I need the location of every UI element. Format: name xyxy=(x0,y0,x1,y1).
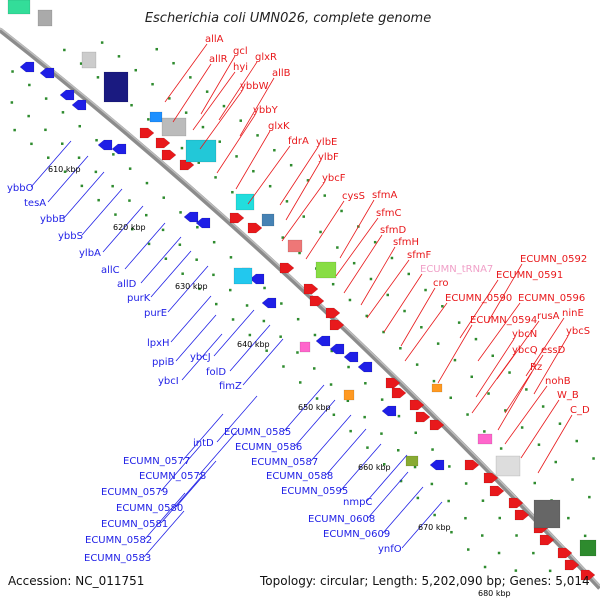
map-title: Escherichia coli UMN026, complete genome xyxy=(145,11,431,26)
tick-label: 610 kbp xyxy=(48,165,81,174)
gene-label[interactable]: ybbY xyxy=(253,105,279,116)
gene-label[interactable]: ybcS xyxy=(566,326,590,337)
gene-label[interactable]: ECUMN_0579 xyxy=(101,487,168,498)
tick-label: 680 kbp xyxy=(478,589,511,598)
dotted-tracks xyxy=(10,41,595,573)
gene-label[interactable]: ylbF xyxy=(318,152,339,163)
gene-label[interactable]: ybcN xyxy=(512,329,537,340)
gene-label[interactable]: ybcQ xyxy=(512,345,538,356)
gene-label[interactable]: ECUMN_0587 xyxy=(251,457,318,468)
gene-label[interactable]: allA xyxy=(205,34,224,45)
gene-label[interactable]: sfmA xyxy=(372,190,397,201)
gene-label[interactable]: ECUMN_0582 xyxy=(85,535,152,546)
gene-label[interactable]: ECUMN_0581 xyxy=(101,519,168,530)
gene-label[interactable]: allC xyxy=(101,265,120,276)
accession-text: Accession: NC_011751 xyxy=(8,574,144,588)
gene-label[interactable]: sfmD xyxy=(380,225,406,236)
gene-label[interactable]: ECUMN_0578 xyxy=(139,471,206,482)
gene-label[interactable]: glxR xyxy=(255,52,277,63)
gene-label[interactable]: Rz xyxy=(530,362,542,373)
gene-label[interactable]: lpxH xyxy=(147,338,170,349)
gene-label[interactable]: ECUMN_0577 xyxy=(123,456,190,467)
gene-label[interactable]: ylbE xyxy=(316,137,337,148)
gene-label[interactable]: ECUMN_0590 xyxy=(445,293,512,304)
gene-label[interactable]: ECUMN_0594 xyxy=(470,315,537,326)
gene-label[interactable]: C_D xyxy=(570,405,590,416)
gene-label[interactable]: sfmF xyxy=(407,250,431,261)
gene-label[interactable]: ybbW xyxy=(240,81,269,92)
gene-label[interactable]: essD xyxy=(541,345,566,356)
tick-label: 650 kbp xyxy=(298,403,331,412)
tick-label: 670 kbp xyxy=(418,523,451,532)
gene-label[interactable]: ybcF xyxy=(322,173,346,184)
gene-label[interactable]: ylbA xyxy=(79,248,101,259)
gene-label[interactable]: intD xyxy=(193,438,214,449)
gene-label[interactable]: ybbS xyxy=(58,231,83,242)
genome-backbone xyxy=(0,28,600,590)
gene-labels-forward: allA allR gcl hyi glxR allB ybbW ybbY gl… xyxy=(205,34,590,416)
gene-label[interactable]: ECUMN_0595 xyxy=(281,486,348,497)
gene-label[interactable]: fdrA xyxy=(288,136,309,147)
gene-label[interactable]: rusA xyxy=(537,311,560,322)
gene-label[interactable]: purK xyxy=(127,293,151,304)
gene-label[interactable]: ECUMN_0580 xyxy=(116,503,183,514)
tick-label: 640 kbp xyxy=(237,340,270,349)
gene-features xyxy=(7,0,597,581)
gene-label[interactable]: ybbO xyxy=(7,183,34,194)
gene-label[interactable]: purE xyxy=(144,308,167,319)
gene-label[interactable]: ninE xyxy=(562,308,584,319)
gene-label[interactable]: ECUMN_0583 xyxy=(84,553,151,564)
gene-label[interactable]: cro xyxy=(433,278,449,289)
gene-label[interactable]: ECUMN_0608 xyxy=(308,514,375,525)
gene-label[interactable]: ybbB xyxy=(40,214,66,225)
tick-label: 660 kbp xyxy=(358,463,391,472)
gene-label[interactable]: tesA xyxy=(24,198,46,209)
tick-label: 630 kbp xyxy=(175,282,208,291)
tick-labels: 610 kbp 620 kbp 630 kbp 640 kbp 650 kbp … xyxy=(48,165,511,598)
gene-label[interactable]: W_B xyxy=(557,390,579,401)
gene-label[interactable]: allB xyxy=(272,68,291,79)
gene-label[interactable]: fimZ xyxy=(219,381,242,392)
gene-label[interactable]: ECUMN_0591 xyxy=(496,270,563,281)
gene-label[interactable]: ECUMN_0588 xyxy=(266,471,333,482)
gene-labels-reverse: ybbO tesA ybbB ybbS ylbA allC allD purK … xyxy=(7,183,402,564)
gene-label[interactable]: sfmC xyxy=(376,208,401,219)
gene-label[interactable]: glxK xyxy=(268,121,290,132)
gene-label[interactable]: ybcI xyxy=(158,376,179,387)
gene-label[interactable]: allR xyxy=(209,54,228,65)
gene-label[interactable]: ppiB xyxy=(152,357,174,368)
tick-label: 620 kbp xyxy=(113,223,146,232)
gene-label[interactable]: ECUMN_tRNA7 xyxy=(420,264,493,275)
gene-label[interactable]: ybcJ xyxy=(190,352,211,363)
gene-label[interactable]: ECUMN_0592 xyxy=(520,254,587,265)
label-leaders xyxy=(30,43,573,558)
gene-label[interactable]: cysS xyxy=(342,191,365,202)
gene-label[interactable]: nmpC xyxy=(343,497,372,508)
gene-label[interactable]: allD xyxy=(117,279,137,290)
gene-label[interactable]: ECUMN_0596 xyxy=(518,293,585,304)
gene-label[interactable]: folD xyxy=(206,367,226,378)
gene-label[interactable]: ECUMN_0586 xyxy=(235,442,302,453)
gene-label[interactable]: sfmH xyxy=(393,237,419,248)
gene-label[interactable]: ECUMN_0609 xyxy=(323,529,390,540)
genome-summary-text: Topology: circular; Length: 5,202,090 bp… xyxy=(259,574,590,588)
gene-label[interactable]: gcl xyxy=(233,46,248,57)
gene-label[interactable]: nohB xyxy=(545,376,571,387)
gene-label[interactable]: hyi xyxy=(233,62,248,73)
gene-label[interactable]: ECUMN_0585 xyxy=(224,427,291,438)
gene-label[interactable]: ynfO xyxy=(378,544,402,555)
